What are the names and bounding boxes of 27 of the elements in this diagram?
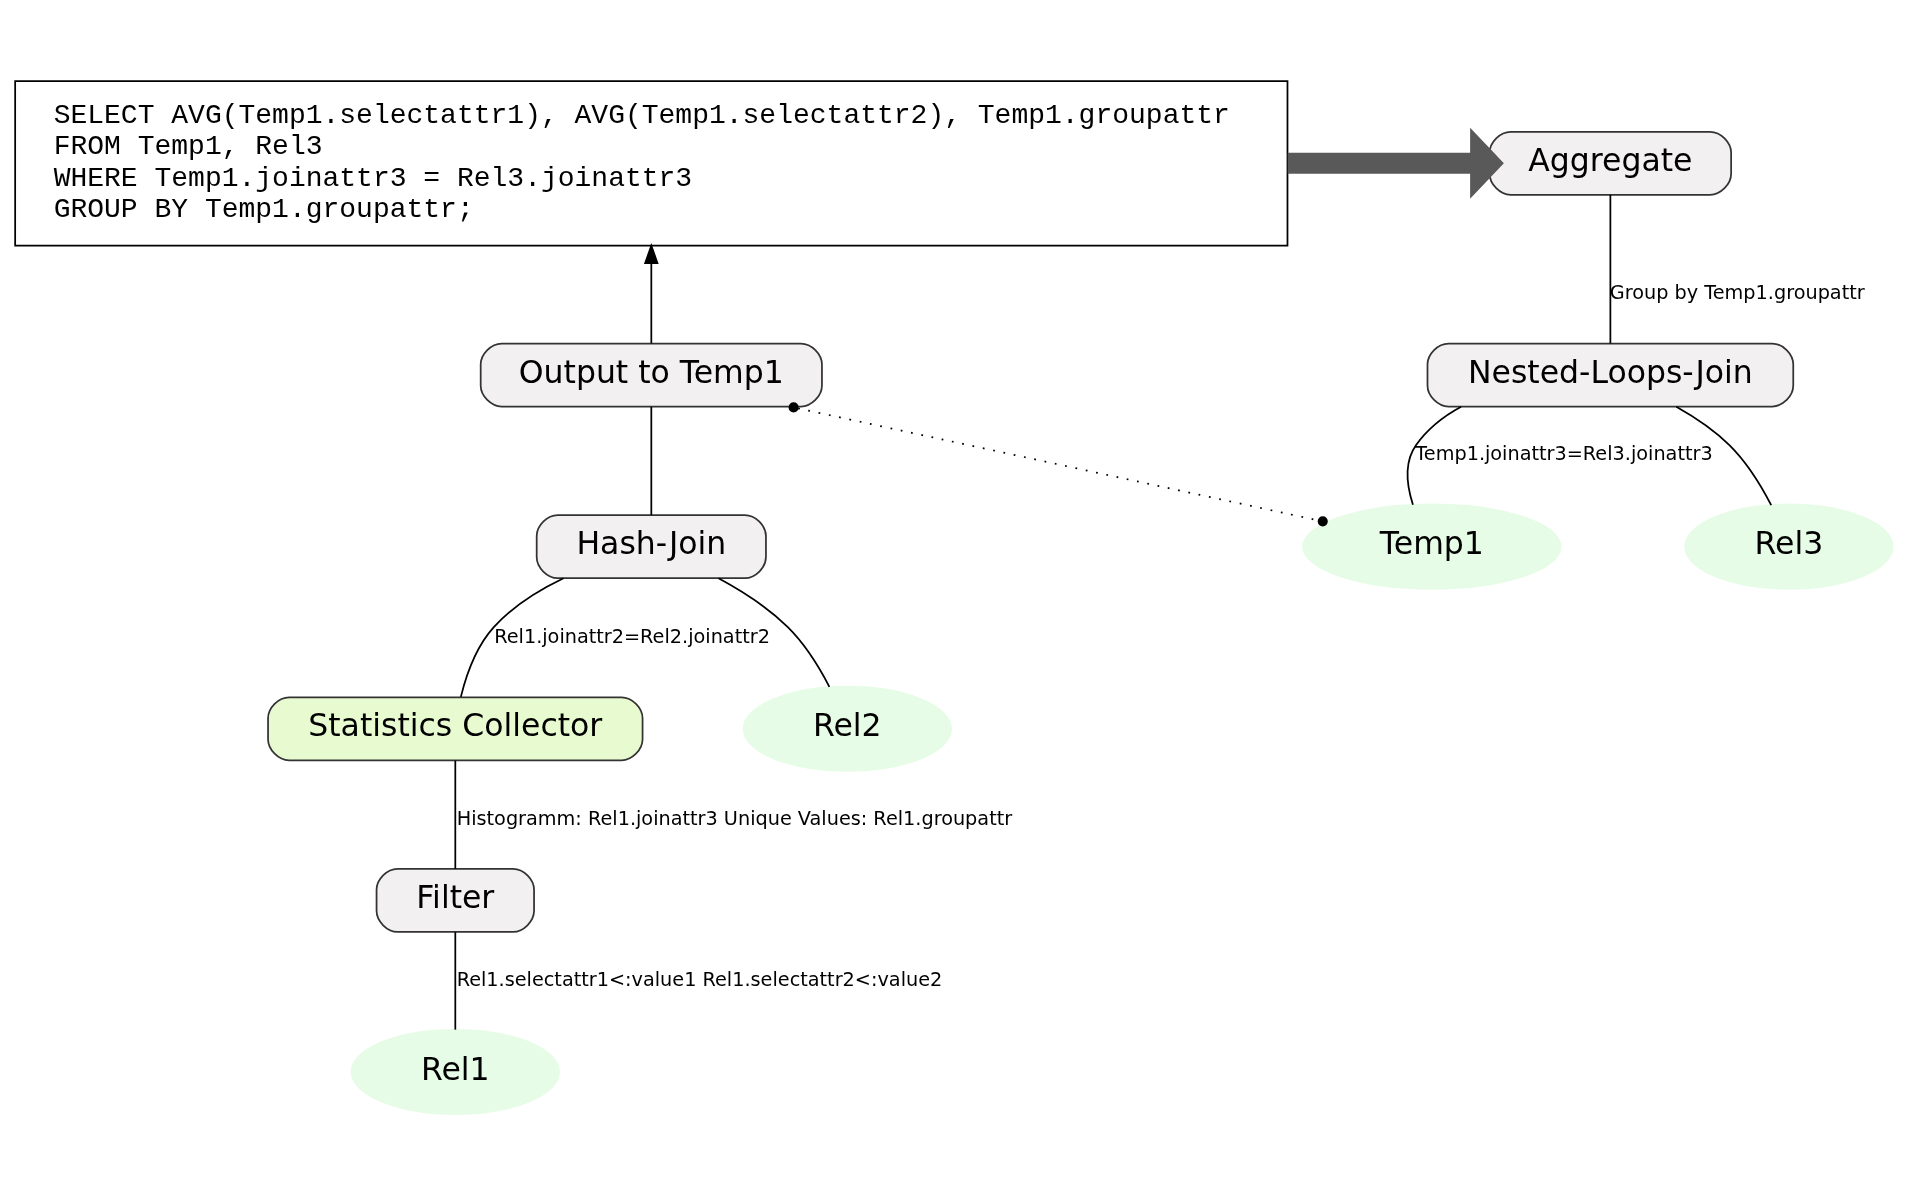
- connector: [460, 576, 565, 698]
- edge-label: Histogramm: Rel1.joinattr3 Unique Values: Rel1.groupattr: [456, 806, 1013, 830]
- edge-label: Temp1.joinattr3=Rel3.joinattr3: [1415, 441, 1713, 465]
- node-box: Output to Temp1: [479, 342, 823, 407]
- node-box: Hash-Join: [535, 513, 767, 579]
- connector: [650, 405, 653, 516]
- connector: [1675, 405, 1773, 506]
- connector: [454, 759, 457, 870]
- node-box: Statistics Collector: [267, 695, 644, 761]
- node-ellipse: Rel1: [350, 1028, 560, 1115]
- node-ellipse: Rel3: [1684, 503, 1894, 590]
- connector: [454, 930, 457, 1030]
- node-box: Nested-Loops-Join: [1426, 342, 1795, 407]
- node-box: SELECT AVG(Temp1.selectattr1), AVG(Temp1.selectattr2), Temp1.groupattr FROM Temp1, Rel3 WHERE Temp1.joinattr3 = Rel3.joinattr3 GROUP BY Temp1.groupattr;: [14, 79, 1289, 246]
- node-ellipse: Temp1: [1302, 503, 1562, 590]
- edge-label: Rel1.selectattr1<:value1 Rel1.selectattr2<:value2: [456, 967, 943, 991]
- node-ellipse: Rel2: [742, 685, 952, 772]
- node-box: Aggregate: [1488, 130, 1732, 196]
- edge-label: Rel1.joinattr2=Rel2.joinattr2: [494, 624, 770, 648]
- arrow: [643, 242, 659, 344]
- node-box: Filter: [375, 867, 535, 933]
- connector: [717, 576, 831, 688]
- edge-label: Group by Temp1.groupattr: [1609, 280, 1865, 304]
- connector: [1406, 405, 1462, 506]
- connector: [788, 401, 1328, 526]
- connector: [1609, 193, 1612, 344]
- arrow: [1287, 127, 1504, 199]
